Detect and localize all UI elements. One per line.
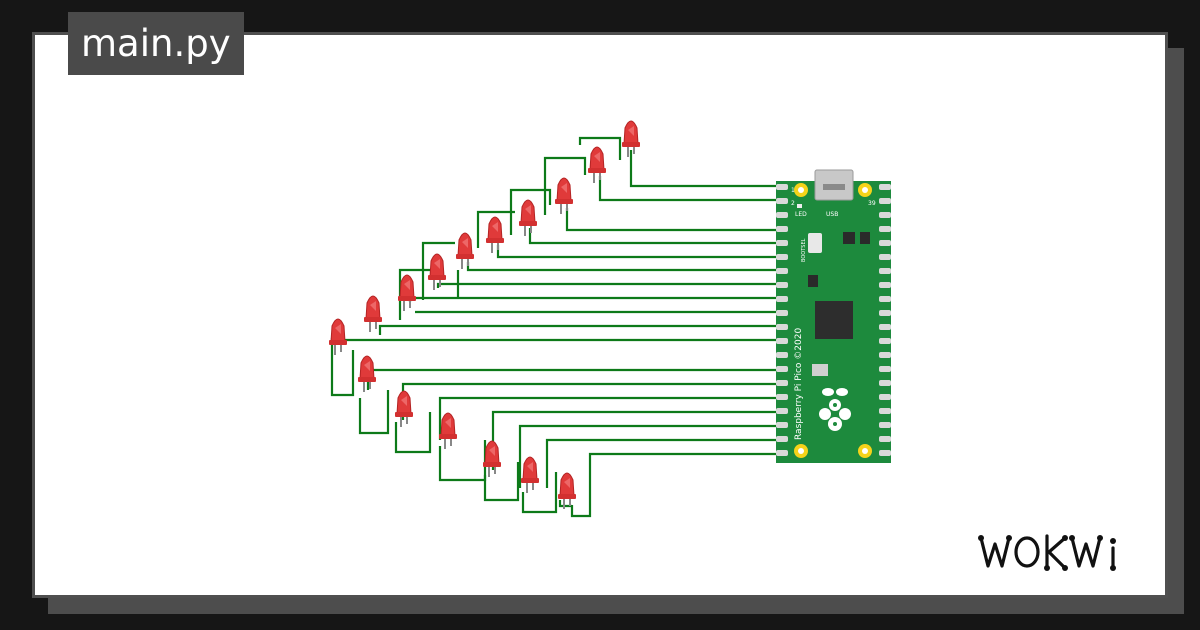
wokwi-logo-icon [978, 534, 1116, 571]
wires [330, 136, 786, 518]
led-2 [587, 146, 607, 184]
onboard-led [797, 204, 802, 208]
raspberry-logo-icon [819, 388, 851, 431]
right-pin-header [879, 184, 891, 456]
usb-label: USB [826, 211, 838, 218]
file-tab-main-py[interactable]: main.py [68, 12, 244, 75]
led-4 [518, 199, 538, 237]
left-pin-header [776, 184, 788, 456]
pin-label: 39 [868, 200, 876, 207]
raspberry-pi-pico-board[interactable]: 1 2 39 LED USB BOOTSEL Raspberry Pi Pico… [776, 169, 891, 463]
pin-label: 1 [791, 187, 795, 194]
rp2040-chip [815, 301, 853, 339]
pin-label: 2 [791, 200, 795, 207]
led-6 [455, 232, 475, 270]
board-name-label: Raspberry Pi Pico ©2020 [794, 328, 804, 440]
diagram-canvas[interactable] [32, 32, 1168, 598]
led-3 [554, 177, 574, 215]
led-12 [394, 390, 414, 428]
bootsel-button [808, 233, 822, 253]
led-13 [438, 412, 458, 450]
led-5 [485, 216, 505, 254]
led-15 [520, 456, 540, 494]
led-label: LED [795, 211, 807, 218]
bootsel-label: BOOTSEL [801, 238, 807, 262]
